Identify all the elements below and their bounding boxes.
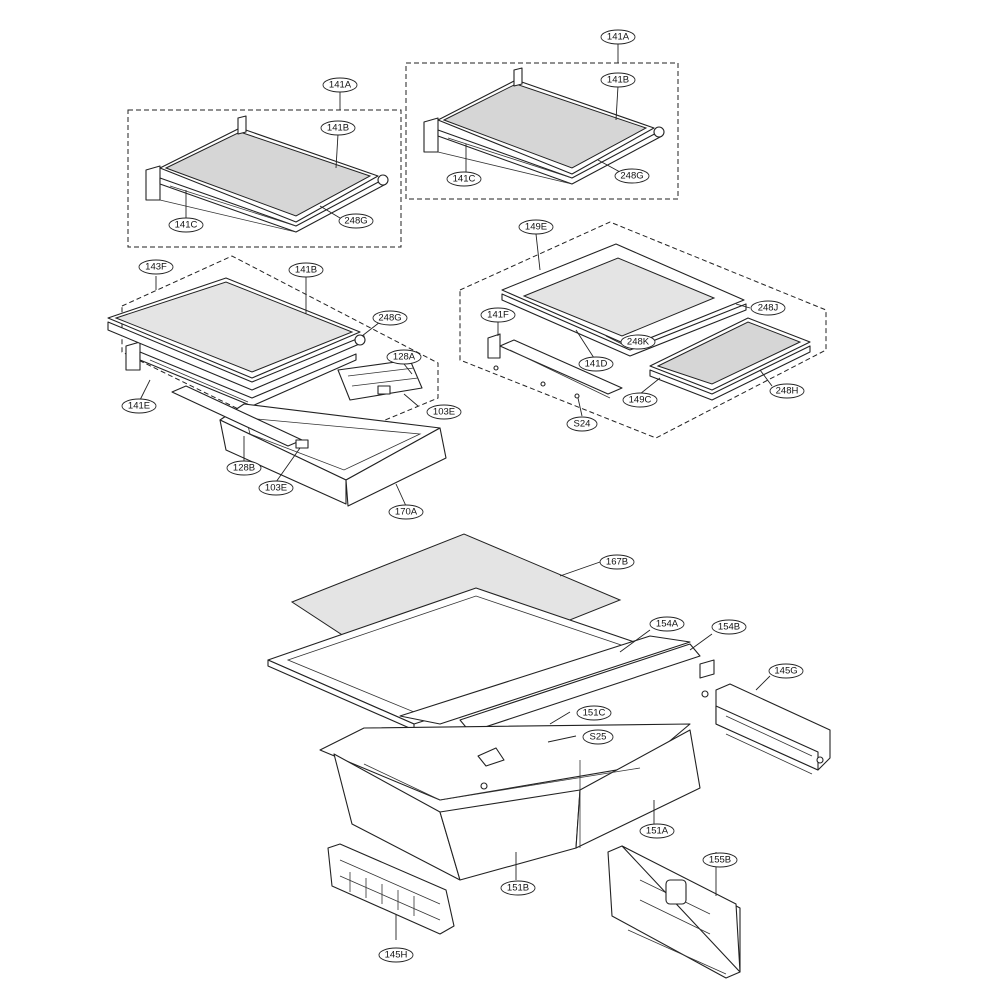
callout-151C: 151C [576,705,612,721]
svg-text:141B: 141B [327,123,349,134]
callout-S25: S25 [582,729,614,745]
svg-text:128B: 128B [233,463,255,474]
svg-text:103E: 103E [265,483,287,494]
callout-141B-mid: 141B [288,262,324,278]
bracket-155B [607,845,741,979]
svg-text:141B: 141B [295,265,317,276]
svg-text:155B: 155B [709,855,731,866]
shelf-141A-left [145,115,389,233]
callout-141D: 141D [578,356,614,372]
callout-154B: 154B [711,619,747,635]
callout-151A: 151A [639,823,675,839]
callout-248G-right: 248G [614,168,650,184]
svg-text:154A: 154A [656,619,679,630]
svg-text:170A: 170A [395,507,418,518]
svg-text:151B: 151B [507,883,529,894]
callout-149E: 149E [518,219,554,235]
callout-167B: 167B [599,554,635,570]
callout-141C-right: 141C [446,171,482,187]
svg-text:128A: 128A [393,352,416,363]
callout-151B: 151B [500,880,536,896]
svg-text:248G: 248G [378,313,401,324]
svg-text:248G: 248G [620,171,643,182]
callout-103E-bottom: 103E [258,480,294,496]
svg-text:S24: S24 [574,419,591,430]
callout-155B: 155B [702,852,738,868]
callout-141B-right: 141B [600,72,636,88]
callout-141B-left: 141B [320,120,356,136]
svg-text:151A: 151A [646,826,669,837]
callout-143F: 143F [138,259,174,275]
svg-text:141D: 141D [585,359,608,370]
group-box-141A-left [127,109,402,248]
callout-141F: 141F [480,307,516,323]
crisper-assembly [267,533,715,881]
callout-128B: 128B [226,460,262,476]
group-box-149E [459,221,827,439]
callout-248G-mid: 248G [372,310,408,326]
callout-248H: 248H [769,383,805,399]
svg-text:141E: 141E [128,401,150,412]
svg-text:167B: 167B [606,557,628,568]
svg-text:141A: 141A [329,80,352,91]
svg-text:149E: 149E [525,222,547,233]
svg-text:248G: 248G [344,216,367,227]
svg-text:141B: 141B [607,75,629,86]
callout-154A: 154A [649,616,685,632]
shelf-141A-right [423,67,665,185]
callout-141A-left: 141A [322,77,358,93]
svg-text:248J: 248J [758,303,779,314]
svg-text:145G: 145G [774,666,797,677]
svg-text:149C: 149C [629,395,652,406]
svg-text:248H: 248H [776,386,799,397]
callout-S24: S24 [566,416,598,432]
callout-145H: 145H [378,947,414,963]
callout-149C: 149C [622,392,658,408]
callout-141C-left: 141C [168,217,204,233]
svg-text:S25: S25 [590,732,607,743]
callout-141A-right: 141A [600,29,636,45]
svg-text:143F: 143F [145,262,167,273]
callout-128A: 128A [386,349,422,365]
svg-text:151C: 151C [583,708,606,719]
svg-text:103E: 103E [433,407,455,418]
callout-248G-left: 248G [338,213,374,229]
side-rail-145G [715,683,831,775]
leader-lines [139,42,773,940]
callout-170A: 170A [388,504,424,520]
svg-text:141C: 141C [175,220,198,231]
svg-text:248K: 248K [627,337,650,348]
callout-248K: 248K [620,334,656,350]
shelf-assembly-149E [487,243,811,401]
svg-text:145H: 145H [385,950,408,961]
callout-103E-top: 103E [426,404,462,420]
bracket-145H [327,843,455,935]
svg-text:141A: 141A [607,32,630,43]
group-box-143F [121,255,439,449]
callout-141E: 141E [121,398,157,414]
svg-text:154B: 154B [718,622,740,633]
callout-248J: 248J [750,300,786,316]
group-box-141A-right [405,62,679,200]
svg-text:141C: 141C [453,174,476,185]
callout-145G: 145G [768,663,804,679]
shelf-drawer-143F [107,277,447,507]
svg-text:141F: 141F [487,310,509,321]
